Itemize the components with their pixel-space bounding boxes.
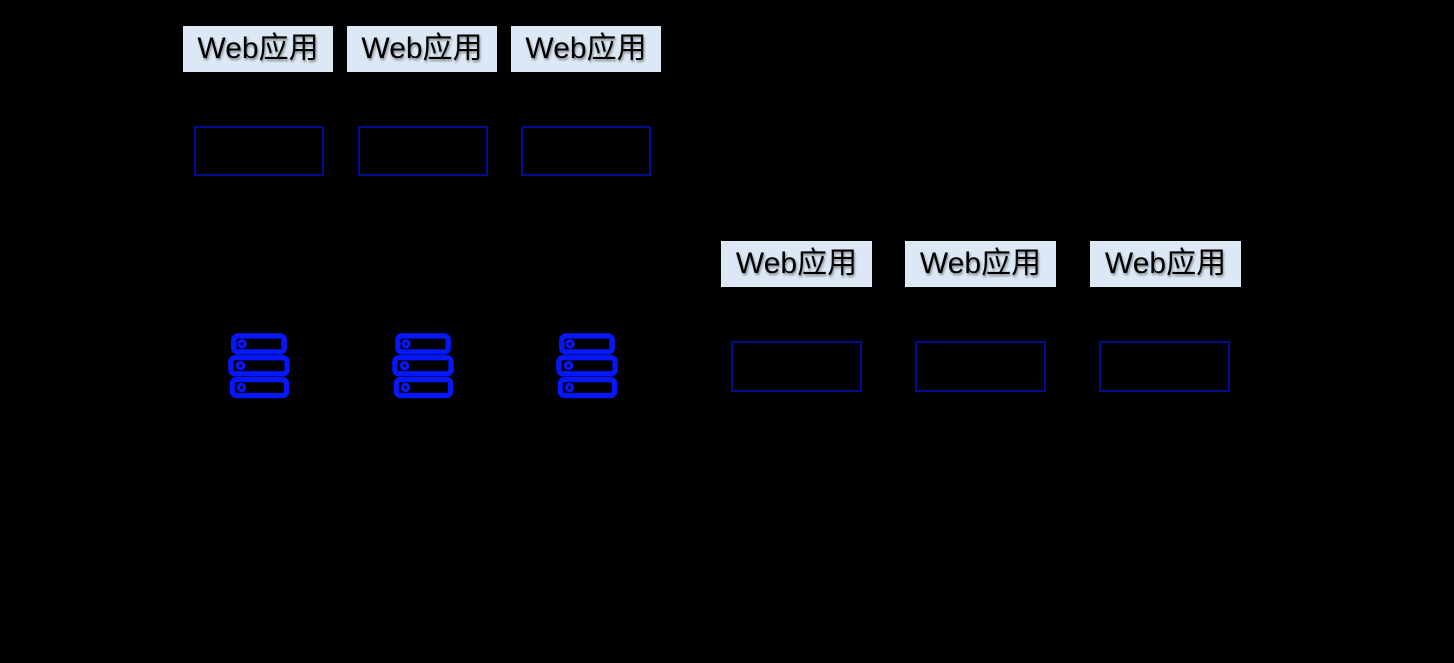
web-app-label: Web应用 [511,26,661,72]
web-app-label: Web应用 [347,26,497,72]
server-stack-icon [228,333,290,399]
web-app-label: Web应用 [1090,241,1241,287]
empty-box [915,341,1046,392]
web-app-label: Web应用 [905,241,1056,287]
server-stack-icon [392,333,454,399]
web-app-label: Web应用 [183,26,333,72]
server-stack-icon [556,333,618,399]
empty-box [1099,341,1230,392]
empty-box [358,126,488,176]
empty-box [521,126,651,176]
empty-box [731,341,862,392]
web-app-label: Web应用 [721,241,872,287]
empty-box [194,126,324,176]
